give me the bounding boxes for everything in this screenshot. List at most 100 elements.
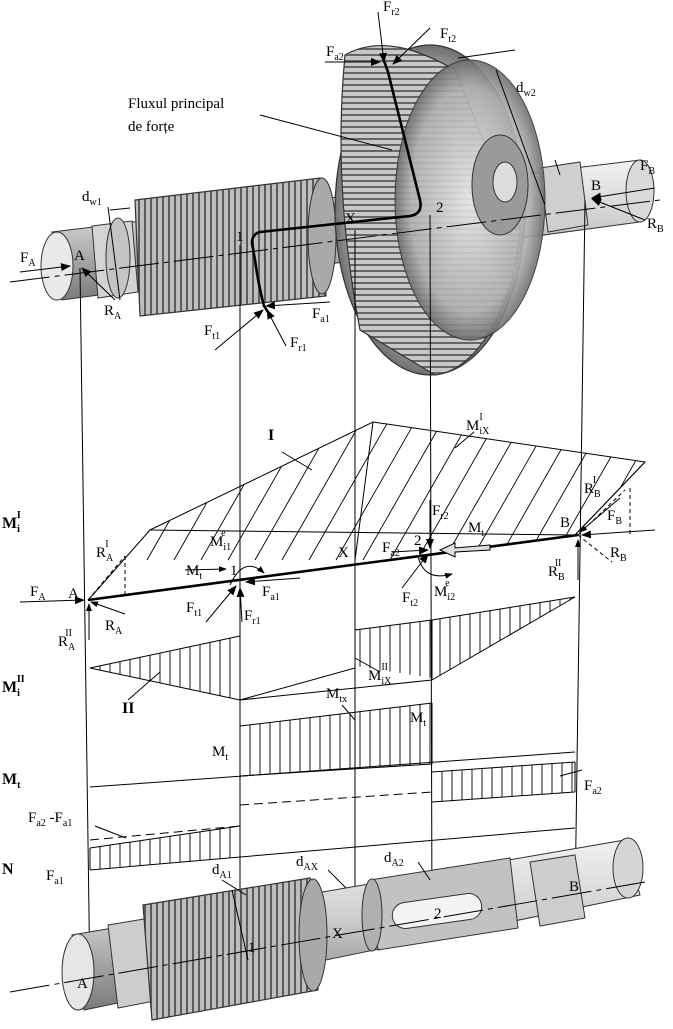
bottom-a-label: A: [77, 976, 88, 992]
middle-force-axis: Fr2 RBI FB B RB RBII Mt 2 Fa2 X Mi1e RAI…: [19, 475, 656, 653]
top-assembly: Fluxul principal de forțe FA A RA dw1 1 …: [9, 0, 664, 376]
moment-diagram-II: II MiXII: [89, 596, 576, 717]
n-fa2-label: Fa2: [584, 778, 602, 797]
mid-ra-I-label: RAI: [96, 539, 114, 564]
top-dw2-label: dw2: [516, 80, 536, 99]
diagI-mix-label: MiXI: [466, 412, 490, 437]
top-gear: [334, 44, 546, 376]
mid-rb-II-label: RBII: [548, 558, 565, 583]
mid-rb-label: RB: [610, 545, 627, 564]
top-ft1-label: Ft1: [204, 323, 220, 342]
mt-right-label: Mt: [410, 710, 426, 729]
n-row-label: N: [2, 861, 14, 878]
title-line1: Fluxul principal: [128, 96, 224, 112]
top-b-label: B: [591, 178, 601, 194]
top-fr2-label: Fr2: [383, 0, 400, 18]
mid-ft1-label: Ft1: [186, 600, 202, 619]
moment-diagram-I: I MiXI: [89, 412, 673, 599]
bottom-b-label: B: [569, 879, 579, 895]
top-pinion: [134, 177, 327, 317]
rb-arrow-top: [591, 198, 646, 221]
diagI-roman-label: I: [268, 427, 274, 444]
ft1-arrow-top: [214, 309, 264, 351]
principal-force-flow: [250, 57, 422, 313]
top-x-label: X: [345, 211, 356, 227]
bottom-point2-label: 2: [434, 906, 442, 922]
mid-a-label: A: [68, 586, 79, 602]
torque-diagram: Mtx Mt Mt: [89, 686, 576, 788]
hatch-line: [119, 422, 201, 561]
mid-fa1-label: Fa1: [262, 584, 280, 603]
hatch-line: [281, 422, 363, 561]
top-shaft-collar-right: [539, 161, 589, 233]
top-fa-label: FA: [20, 250, 36, 269]
mid-b-label: B: [560, 515, 570, 531]
mid-point1-label: 1: [230, 563, 238, 579]
top-ft2-label: Ft2: [440, 26, 456, 45]
top-point2-label: 2: [436, 200, 444, 216]
top-rb-label: RB: [647, 216, 664, 235]
hatch-line: [335, 422, 417, 561]
bottom-dax-label: dAX: [296, 854, 319, 873]
top-ra-label: RA: [104, 303, 122, 322]
fa-arrow-top: [19, 263, 71, 273]
fr1-arrow-top: [266, 309, 287, 347]
dw2-dimension: [495, 69, 546, 206]
n-fa1-label: Fa1: [46, 868, 64, 887]
mid-fr1-label: Fr1: [244, 608, 261, 627]
top-dw1-label: dw1: [82, 189, 102, 208]
mi-I-row-label: MiI: [2, 510, 21, 535]
title-line2: de forțe: [128, 119, 175, 135]
hatch-line: [416, 422, 498, 561]
mid-mi2e-label: Mi2e: [434, 578, 455, 603]
mid-fa2-label: Fa2: [382, 540, 400, 559]
mt-tx-label: Mtx: [326, 686, 347, 705]
hatch-line: [389, 422, 471, 561]
bottom-da2-label: dA2: [384, 850, 404, 869]
mid-x-label: X: [338, 545, 349, 561]
mid-ra-II-label: RAII: [58, 628, 76, 653]
projection-lines: [79, 199, 586, 986]
ra-arrow-top: [81, 267, 116, 301]
axial-force-diagram: Fa2 Fa2 -Fa1 Fa1: [28, 761, 602, 887]
top-a-label: A: [74, 248, 85, 264]
hatch-line: [443, 422, 525, 561]
ft2-arrow: [392, 27, 431, 65]
bottom-shaft: dA1 dAX dA2 2 B X 1 A: [9, 837, 646, 1021]
mid-rb-I-label: RBI: [584, 475, 601, 500]
top-pinion-face: [307, 177, 337, 295]
hatch-line: [254, 422, 336, 561]
mid-ft2-label: Ft2: [402, 590, 418, 609]
top-fa2-label: Fa2: [326, 44, 344, 63]
diagII-roman-label: II: [122, 700, 134, 717]
top-shaft-left-end: [40, 231, 74, 301]
mid-point2-label: 2: [414, 533, 422, 549]
top-fr1-label: Fr1: [290, 335, 307, 354]
hatch-line: [632, 422, 645, 561]
mid-ra-label: RA: [105, 618, 123, 637]
hatch-line: [308, 422, 390, 561]
n-fa2-fa1-label: Fa2 -Fa1: [28, 810, 72, 829]
mi-II-row-label: MiII: [2, 674, 25, 699]
top-fb-label: FB: [640, 158, 655, 177]
bottom-point1-label: 1: [248, 940, 256, 956]
hatch-line: [362, 422, 444, 561]
mt-row-label: Mt: [2, 771, 21, 791]
hatch-line: [660, 420, 673, 560]
mid-fb-label: FB: [607, 508, 622, 527]
mid-fr2-label: Fr2: [432, 503, 449, 522]
mid-mt-right-label: Mt: [468, 520, 484, 539]
mid-mi1e-label: Mi1e: [210, 528, 231, 553]
top-fa1-label: Fa1: [312, 306, 330, 325]
fa1-arrow-top: [265, 301, 331, 310]
mid-fa-label: FA: [30, 584, 46, 603]
mt-left-label: Mt: [212, 744, 228, 763]
hatch-line: [605, 422, 645, 561]
bottom-da1-label: dA1: [212, 862, 232, 881]
diagII-mix-label: MiXII: [368, 662, 392, 687]
fr2-arrow: [377, 11, 387, 63]
dw1-dimension: [107, 206, 121, 301]
top-point1-label: 1: [236, 229, 244, 245]
fb-arrow-top: [591, 187, 656, 201]
